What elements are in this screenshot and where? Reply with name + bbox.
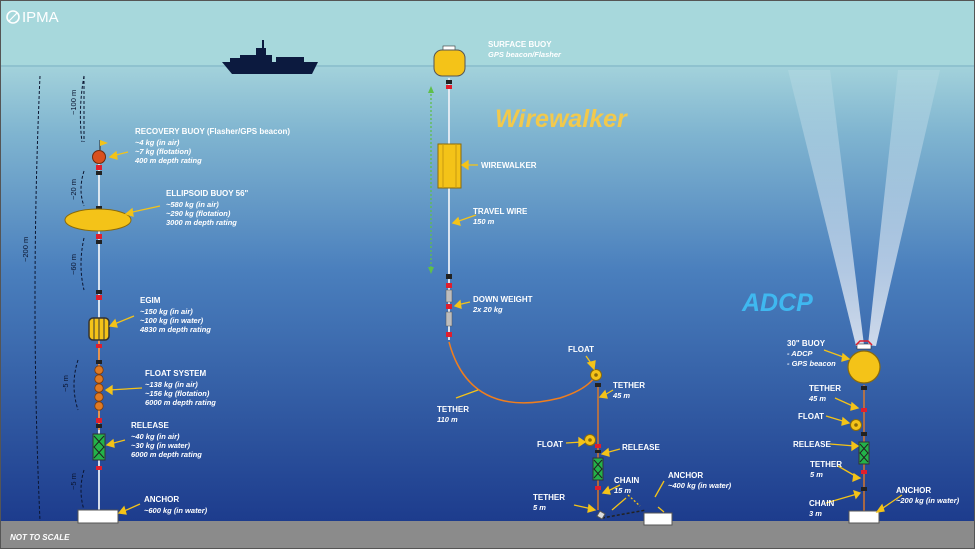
depth-20m: ~20 m xyxy=(69,179,78,200)
sky xyxy=(0,0,975,66)
wirewalker-label: WIREWALKER xyxy=(481,161,537,170)
surface-buoy-label: SURFACE BUOY xyxy=(488,40,552,49)
float2-label: FLOAT xyxy=(537,440,563,449)
down-weight-l1: 2x 20 kg xyxy=(472,305,503,314)
ellipsoid-l3: 3000 m depth rating xyxy=(166,218,237,227)
depth-60m: ~60 m xyxy=(69,254,78,275)
logo-text: IPMA xyxy=(22,9,59,26)
seabed xyxy=(0,521,975,549)
adcp-buoy-label: 30" BUOY xyxy=(787,339,826,348)
tether-110-l1: 110 m xyxy=(437,415,458,424)
ship-icon xyxy=(222,40,318,74)
left-mooring: ~100 m ~20 m ~60 m ~200 m ~5 m ~5 m xyxy=(21,75,290,524)
egim-l2: ~100 kg (in water) xyxy=(140,316,204,325)
release-l2: ~30 kg (in water) xyxy=(131,441,190,450)
egim-l1: ~150 kg (in air) xyxy=(140,307,193,316)
recovery-buoy-l1: ~4 kg (in air) xyxy=(135,138,180,147)
tether-45-label: TETHER xyxy=(613,381,645,390)
adcp-tether-l1: 45 m xyxy=(808,394,826,403)
adcp-buoy-l1: - ADCP xyxy=(787,349,814,358)
tether-5-l1: 5 m xyxy=(533,503,546,512)
egim-frame xyxy=(88,290,110,348)
float-system-label: FLOAT SYSTEM xyxy=(145,369,207,378)
egim-label: EGIM xyxy=(140,296,161,305)
wirewalker-title: Wirewalker xyxy=(495,105,628,133)
tether-5-label: TETHER xyxy=(533,493,565,502)
adcp-beam-left xyxy=(788,70,864,346)
down-weight-label: DOWN WEIGHT xyxy=(473,295,533,304)
not-to-scale-note: NOT TO SCALE xyxy=(10,533,70,542)
release-l1: ~40 kg (in air) xyxy=(131,432,180,441)
wirewalker-mooring: SURFACE BUOY GPS beacon/Flasher WIREWALK… xyxy=(428,40,732,526)
ww-anchor-l1: ~400 kg (in water) xyxy=(668,481,732,490)
recovery-buoy-l2: ~7 kg (flotation) xyxy=(135,147,192,156)
recovery-buoy-l3: 400 m depth rating xyxy=(134,156,202,165)
float-system-l2: ~156 kg (flotation) xyxy=(145,389,210,398)
recovery-buoy-label: RECOVERY BUOY (Flasher/GPS beacon) xyxy=(135,127,290,136)
ellipsoid-buoy xyxy=(64,206,132,244)
adcp-anchor-l1: ~200 kg (in water) xyxy=(896,496,960,505)
release-l3: 6000 m depth rating xyxy=(131,450,202,459)
release-label: RELEASE xyxy=(131,421,169,430)
chain-15m xyxy=(601,509,647,519)
adcp-chain-label: CHAIN xyxy=(809,499,835,508)
adcp-title: ADCP xyxy=(741,289,813,317)
travel-wire-label: TRAVEL WIRE xyxy=(473,207,528,216)
adcp-release-label: RELEASE xyxy=(793,440,831,449)
chain-label: CHAIN xyxy=(614,476,640,485)
recovery-buoy xyxy=(92,140,108,175)
ww-release-label: RELEASE xyxy=(622,443,660,452)
wirewalker-profiler xyxy=(437,143,462,189)
anchor-block xyxy=(77,509,119,524)
adcp-tether2-l1: 5 m xyxy=(810,470,823,479)
float-top xyxy=(590,369,602,387)
wirewalker-anchor xyxy=(643,512,673,526)
adcp-anchor xyxy=(848,510,880,524)
ipma-logo: IPMA xyxy=(6,9,59,26)
ww-anchor-label: ANCHOR xyxy=(668,471,703,480)
ellipsoid-l2: ~290 kg (flotation) xyxy=(166,209,231,218)
depth-200m: ~200 m xyxy=(21,237,30,262)
wirewalker-release xyxy=(592,444,604,490)
adcp-tether-label: TETHER xyxy=(809,384,841,393)
adcp-buoy xyxy=(847,340,881,412)
adcp-mooring: 30" BUOY - ADCP - GPS beacon TETHER 45 m… xyxy=(787,339,960,524)
float-second xyxy=(584,434,596,446)
adcp-float-label: FLOAT xyxy=(798,412,824,421)
tether-110m xyxy=(448,341,595,404)
tether-110-label: TETHER xyxy=(437,405,469,414)
adcp-beam-right xyxy=(868,70,940,346)
travel-wire-l1: 150 m xyxy=(473,217,495,226)
adcp-float xyxy=(850,419,867,436)
adcp-tether2-label: TETHER xyxy=(810,460,842,469)
adcp-release xyxy=(858,441,870,491)
release-unit xyxy=(92,418,106,470)
adcp-anchor-label: ANCHOR xyxy=(896,486,931,495)
anchor-l1: ~600 kg (in water) xyxy=(144,506,208,515)
tether-45-l1: 45 m xyxy=(612,391,630,400)
chain-link xyxy=(596,510,606,520)
depth-5m-a: ~5 m xyxy=(61,375,70,392)
depth-100m: ~100 m xyxy=(69,90,78,115)
down-weight xyxy=(445,274,453,337)
anchor-label: ANCHOR xyxy=(144,495,179,504)
depth-5m-b: ~5 m xyxy=(69,473,78,490)
float-top-label: FLOAT xyxy=(568,345,594,354)
adcp-chain-l1: 3 m xyxy=(809,509,822,518)
adcp-buoy-l2: - GPS beacon xyxy=(787,359,836,368)
ellipsoid-label: ELLIPSOID BUOY 56" xyxy=(166,189,249,198)
egim-l3: 4830 m depth rating xyxy=(139,325,211,334)
float-system-l1: ~138 kg (in air) xyxy=(145,380,198,389)
float-system-l3: 6000 m depth rating xyxy=(145,398,216,407)
float-system xyxy=(94,360,104,411)
chain-l1: 15 m xyxy=(614,486,631,495)
surface-buoy-l1: GPS beacon/Flasher xyxy=(488,50,562,59)
surface-buoy xyxy=(433,45,466,89)
ellipsoid-l1: ~580 kg (in air) xyxy=(166,200,219,209)
